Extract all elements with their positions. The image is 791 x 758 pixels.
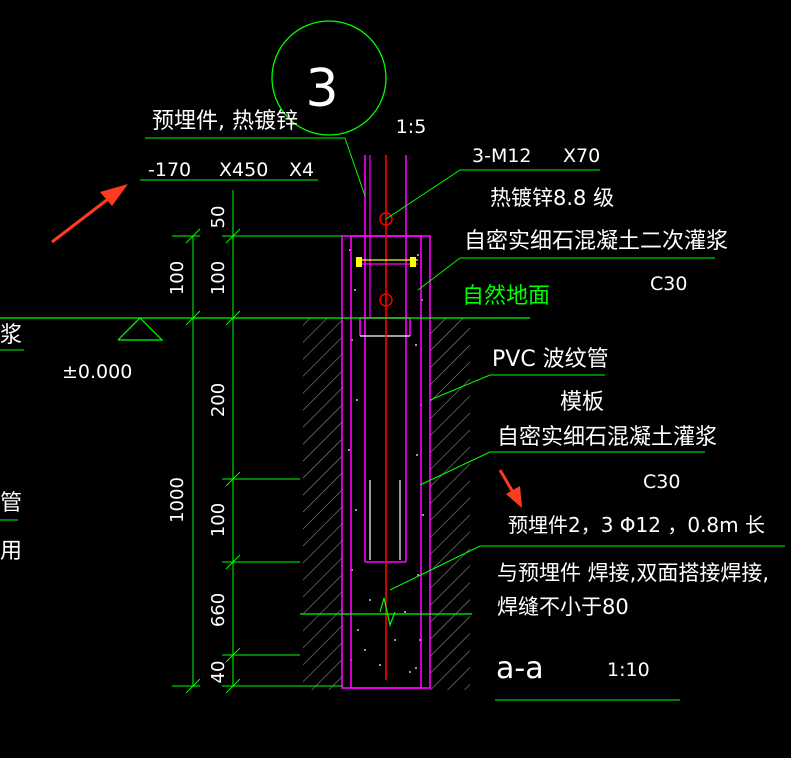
section-scale: 1:10	[607, 659, 650, 681]
dim-inner-200: 200	[208, 383, 229, 417]
pvc-pipe-label: PVC 波纹管	[492, 347, 609, 372]
detail-number: 3	[305, 59, 338, 119]
bolts-label-a: 3-M12	[472, 145, 532, 167]
dim-inner-100b: 100	[208, 503, 229, 537]
detail-scale: 1:5	[396, 116, 427, 138]
dimension-lines	[172, 190, 342, 694]
grout-grade: C30	[643, 471, 680, 493]
dim-inner-660: 660	[208, 593, 229, 627]
left-cut-label-3: 用	[0, 539, 22, 564]
dim-outer-100: 100	[167, 261, 188, 295]
bolt-horizontal	[356, 257, 418, 267]
bolt-grade-label: 热镀锌8.8 级	[490, 186, 614, 210]
embed-rebar-label: 预埋件2，3 Φ12 ，0.8m 长	[508, 513, 765, 537]
red-arrow-icon-2	[498, 469, 522, 508]
dim-inner-50: 50	[208, 206, 229, 229]
embed-plate-label: 预埋件, 热镀锌	[152, 109, 298, 134]
red-arrow-icon	[51, 184, 128, 244]
grout-secondary-label: 自密实细石混凝土二次灌浆	[464, 229, 728, 254]
soil-hatch-bottom-left	[303, 620, 343, 690]
base-plate	[360, 335, 410, 560]
bolts-label-b: X70	[563, 145, 600, 167]
detail-circle	[271, 20, 387, 136]
formwork-label: 模板	[560, 390, 604, 415]
plate-size-a: -170	[148, 159, 191, 181]
leader-lines	[140, 137, 785, 701]
weld-note-1: 与预埋件 焊接,双面搭接焊接,	[497, 561, 769, 585]
grout-secondary-grade: C30	[650, 273, 687, 295]
left-cut-label-2: 管	[0, 491, 22, 516]
dim-inner-100: 100	[208, 261, 229, 295]
elevation-label: ±0.000	[62, 361, 132, 383]
bolt-upper-marker	[379, 212, 393, 226]
plate-size-b: X450	[219, 159, 268, 181]
dim-inner-40: 40	[208, 661, 229, 684]
natural-ground-label: 自然地面	[462, 284, 550, 309]
elevation-symbol	[117, 317, 164, 341]
section-label: a-a	[496, 651, 544, 686]
soil-hatch-right	[430, 318, 470, 620]
soil-hatch-left	[303, 318, 343, 620]
weld-note-2: 焊缝不小于80	[497, 595, 629, 619]
bolt-lower-marker	[379, 293, 393, 307]
left-cut-label-1: 浆	[0, 323, 22, 348]
plate-size-c: X4	[289, 159, 314, 181]
grout-label: 自密实细石混凝土灌浆	[497, 425, 717, 450]
dim-outer-1000: 1000	[167, 477, 188, 523]
soil-hatch-bottom-right	[430, 620, 470, 690]
